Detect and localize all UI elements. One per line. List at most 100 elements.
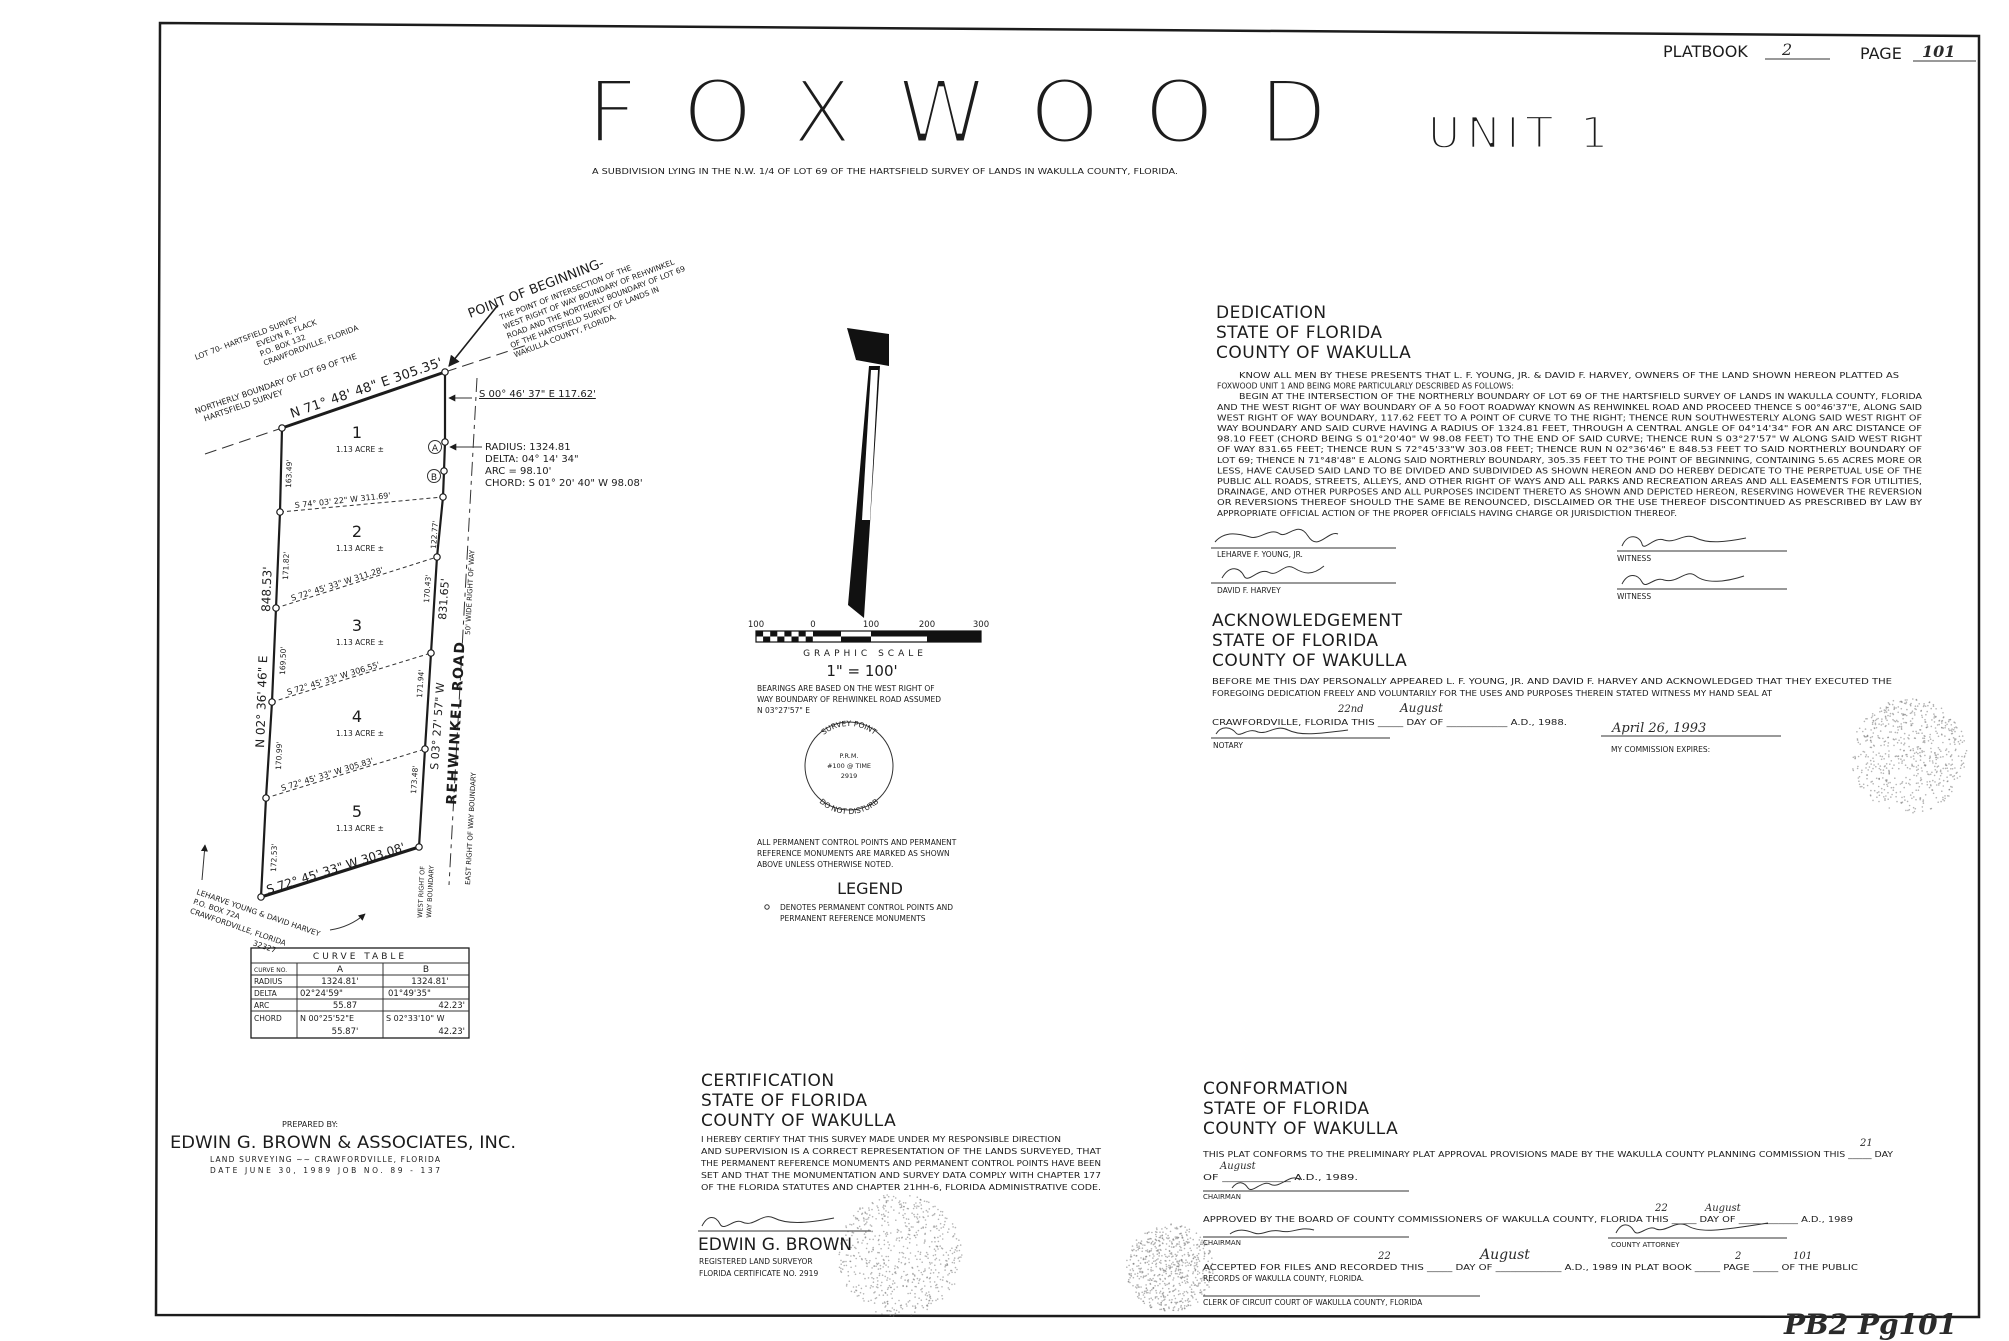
seal-dot [935, 1225, 938, 1227]
seal-dot [1165, 1255, 1167, 1258]
seal-dot [1209, 1271, 1212, 1274]
seal-dot [1169, 1265, 1172, 1267]
seal-dot [1137, 1248, 1139, 1251]
seal-dot [904, 1279, 906, 1281]
seal-dot [1889, 731, 1891, 733]
seal-dot [1919, 779, 1922, 782]
seal-dot [1162, 1291, 1165, 1294]
seal-dot [1181, 1264, 1184, 1267]
seal-dot [1180, 1272, 1182, 1274]
page-title: FOXWOOD [587, 61, 1327, 164]
seal-dot [1138, 1241, 1140, 1244]
seal-dot [1872, 732, 1875, 734]
curve-table: CURVE TABLE CURVE NO. A B RADIUS 1324.81… [250, 947, 470, 1039]
seal-dot [1168, 1255, 1170, 1257]
seal-dot [850, 1246, 852, 1249]
seal-dot [1916, 769, 1918, 771]
seal-dot [1905, 782, 1907, 784]
seal-dot [1160, 1303, 1162, 1306]
seal-dot [1893, 707, 1896, 710]
seal-dot [849, 1260, 851, 1263]
seal-dot [875, 1286, 878, 1288]
seal-dot [926, 1294, 929, 1297]
seal-dot [956, 1250, 958, 1252]
seal-dot [1915, 760, 1917, 762]
bearings-note: WAY BOUNDARY OF REHWINKEL ROAD ASSUMED [757, 695, 941, 704]
seal-dot [1168, 1249, 1171, 1252]
seal-dot [1891, 703, 1894, 706]
seal-dot [1895, 707, 1897, 709]
seal-dot [1935, 708, 1937, 710]
seal-dot [1879, 730, 1882, 732]
seal-dot [886, 1300, 888, 1303]
seal-dot [1159, 1231, 1161, 1233]
seal-dot [1162, 1242, 1164, 1245]
seal-dot [1192, 1297, 1194, 1299]
seal-dot [1923, 741, 1926, 744]
seal-dot [939, 1278, 942, 1281]
seal-dot [1142, 1258, 1145, 1261]
seal-dot [1180, 1300, 1182, 1303]
seal-dot [1863, 787, 1865, 789]
seal-dot [900, 1277, 902, 1279]
seal-dot [1155, 1292, 1158, 1294]
platbook-label: PLATBOOK [1663, 42, 1748, 61]
seal-dot [1963, 766, 1965, 768]
seal-dot [1195, 1298, 1197, 1301]
seal-dot [1163, 1271, 1165, 1273]
seal-dot [878, 1274, 881, 1277]
seal-dot [927, 1215, 929, 1217]
seal-dot [950, 1269, 953, 1272]
seal-dot [1141, 1250, 1143, 1253]
seal-dot [869, 1214, 871, 1216]
seal-dot [884, 1292, 887, 1294]
seal-dot [1153, 1280, 1156, 1282]
section-heading: STATE OF FLORIDA [1212, 631, 1379, 651]
seal-dot [1149, 1306, 1152, 1309]
seal-dot [889, 1314, 892, 1316]
seal-dot [1193, 1244, 1195, 1246]
seal-dot [1161, 1228, 1163, 1230]
lot-west-distance: 163.49' [284, 459, 294, 488]
seal-dot [911, 1212, 913, 1214]
seal-dot [934, 1258, 936, 1261]
seal-dot [1903, 702, 1906, 705]
seal-dot [1919, 747, 1921, 750]
seal-dot [1140, 1257, 1142, 1259]
seal-dot [1951, 730, 1953, 733]
seal-dot [901, 1237, 903, 1239]
seal-dot [871, 1250, 873, 1253]
seal-dot [1911, 710, 1914, 712]
seal-dot [953, 1262, 956, 1264]
seal-dot [1944, 797, 1946, 800]
seal-dot [1174, 1301, 1176, 1304]
seal-dot [1950, 764, 1952, 766]
seal-dot [1179, 1245, 1181, 1248]
seal-dot [1183, 1247, 1186, 1250]
seal-dot [1886, 785, 1889, 787]
seal-dot [886, 1231, 888, 1234]
seal-dot [948, 1288, 951, 1291]
seal-dot [921, 1261, 923, 1263]
seal-dot [1908, 804, 1911, 807]
seal-dot [903, 1270, 905, 1273]
seal-dot [1165, 1260, 1167, 1262]
seal-dot [1195, 1264, 1197, 1267]
seal-dot [1177, 1275, 1179, 1278]
seal-dot [871, 1230, 873, 1233]
seal-dot [1143, 1302, 1146, 1305]
section-heading: COUNTY OF WAKULLA [1216, 343, 1411, 363]
seal-dot [890, 1206, 892, 1208]
seal-dot [1915, 698, 1918, 701]
seal-dot [1906, 766, 1909, 769]
seal-dot [1152, 1253, 1154, 1255]
seal-dot [1907, 737, 1909, 739]
seal-dot [841, 1248, 844, 1250]
seal-dot [941, 1233, 944, 1235]
seal-dot [1905, 714, 1908, 717]
seal-dot [894, 1271, 896, 1274]
seal-dot [930, 1285, 932, 1288]
seal-dot [1196, 1279, 1198, 1282]
seal-dot [1890, 786, 1893, 789]
seal-dot [1892, 718, 1894, 721]
